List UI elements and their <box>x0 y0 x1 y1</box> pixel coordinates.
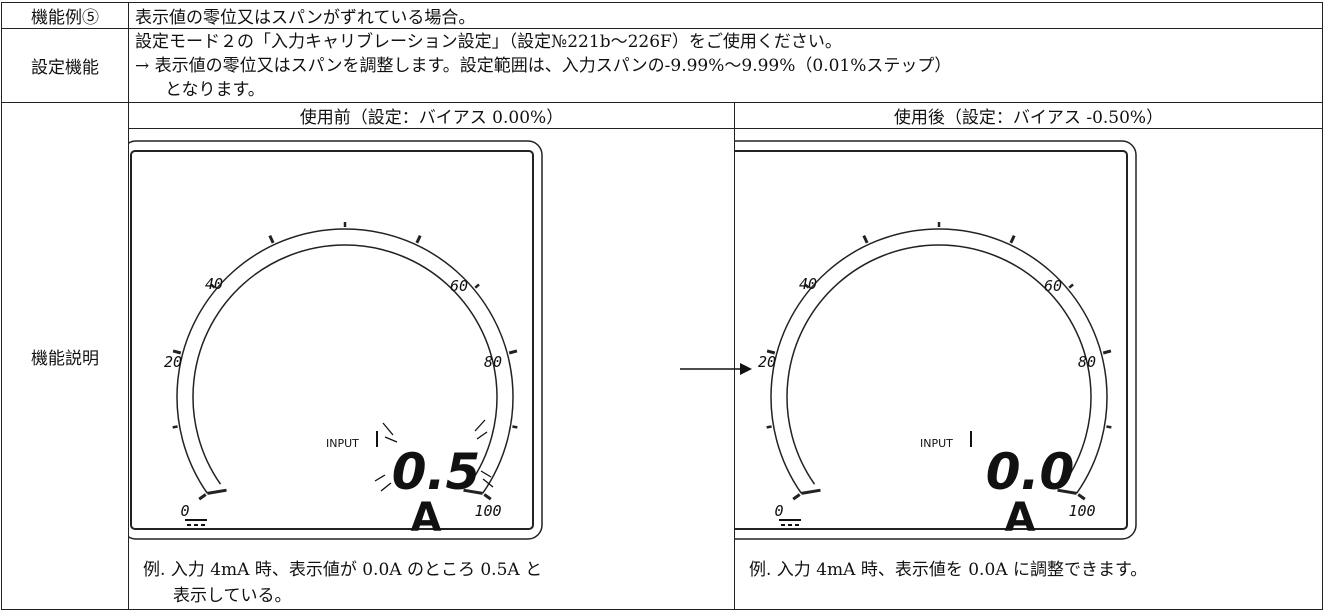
scale-tick <box>1009 235 1016 244</box>
row-label-example: 機能例⑤ <box>1 2 129 29</box>
scale-arc-outer <box>770 228 1108 494</box>
scale-arc-inner <box>192 244 498 485</box>
scale-tick <box>766 425 772 429</box>
scale-label: 60 <box>450 277 468 295</box>
scale-tick <box>804 283 810 289</box>
scale-end-right <box>1057 488 1077 495</box>
scale-end-right <box>463 488 483 495</box>
scale-label: 80 <box>484 353 502 371</box>
scale-tick <box>1077 493 1086 501</box>
display-unit: A <box>1005 495 1036 541</box>
scale-label: 80 <box>1078 353 1096 371</box>
after-caption-line-1: 例. 入力 4mA 時、表示値を 0.0A に調整できます。 <box>749 560 1148 580</box>
scale-label: 20 <box>758 353 776 371</box>
flash-mark <box>482 478 494 488</box>
after-caption: 例. 入力 4mA 時、表示値を 0.0A に調整できます。 <box>735 551 1322 583</box>
scale-tick <box>474 283 480 289</box>
input-label: INPUT <box>326 437 359 450</box>
scale-tick <box>1106 425 1112 429</box>
flash-mark <box>382 422 394 436</box>
scale-tick <box>172 349 182 355</box>
scale-label: 0 <box>180 502 189 520</box>
scale-end-left <box>207 488 227 495</box>
display-unit: A <box>411 495 442 541</box>
flash-mark <box>380 482 392 492</box>
scale-tick <box>862 235 869 244</box>
scale-tick <box>792 493 801 501</box>
meter-outer-frame <box>129 140 543 540</box>
scale-tick <box>210 283 216 289</box>
display-value: 0.5 <box>392 443 481 501</box>
scale-end-left <box>801 488 821 495</box>
after-meter-display: 0 20 40 60 80 100 INPUT 0.0A <box>735 140 1137 541</box>
setting-line-3: となります。 <box>165 79 265 100</box>
flash-mark <box>374 474 386 482</box>
scale-label: 40 <box>799 275 817 293</box>
scale-label: 60 <box>1044 277 1062 295</box>
scale-tick <box>198 493 207 501</box>
row-label-setting: 設定機能 <box>1 28 129 103</box>
scale-arc-outer <box>176 228 514 494</box>
display-value: 0.0 <box>986 443 1075 501</box>
meter-inner-frame <box>130 150 534 530</box>
row-label-explanation: 機能説明 <box>1 102 129 610</box>
scale-arc-inner <box>786 244 1092 485</box>
scale-label: 20 <box>164 353 182 371</box>
before-caption-line-1: 例. 入力 4mA 時、表示値が 0.0A のところ 0.5A と <box>143 560 543 580</box>
input-label: INPUT <box>920 437 953 450</box>
scale-tick <box>766 349 776 355</box>
setting-line-2: → 表示値の零位又はスパンを調整します。設定範囲は、入力スパンの-9.99%～9… <box>135 55 952 76</box>
example-description: 表示値の零位又はスパンがずれている場合。 <box>128 2 1323 29</box>
scale-tick <box>1068 283 1074 289</box>
setting-line-1: 設定モード２の「入力キャリブレーション設定」（設定№221b～226F）をご使用… <box>135 31 842 52</box>
scale-tick <box>415 235 422 244</box>
scale-label: 0 <box>774 502 783 520</box>
before-caption: 例. 入力 4mA 時、表示値が 0.0A のところ 0.5A と 表示している… <box>129 551 734 609</box>
scale-label: 40 <box>205 275 223 293</box>
flash-mark <box>474 419 486 432</box>
scale-tick <box>512 425 518 429</box>
scale-label: 100 <box>474 502 501 520</box>
scale-tick <box>172 425 178 429</box>
scale-label: 100 <box>1068 502 1095 520</box>
flash-mark <box>384 436 398 443</box>
arrow-icon <box>680 363 752 375</box>
flash-mark <box>480 470 492 478</box>
meter-inner-frame <box>735 150 1128 530</box>
scale-tick <box>483 493 492 501</box>
before-caption-line-2: 表示している。 <box>173 586 292 606</box>
setting-description: 設定モード２の「入力キャリブレーション設定」（設定№221b～226F）をご使用… <box>128 28 1323 103</box>
after-header: 使用後（設定：バイアス -0.50%） <box>734 102 1323 129</box>
before-header: 使用前（設定：バイアス 0.00%） <box>128 102 735 129</box>
before-meter-display: 0 20 40 60 80 100 INPUT 0.5A <box>129 140 543 541</box>
scale-tick <box>508 349 518 355</box>
meter-outer-frame <box>735 140 1137 540</box>
scale-tick <box>268 235 275 244</box>
scale-tick <box>1102 349 1112 355</box>
flash-mark <box>476 431 488 440</box>
